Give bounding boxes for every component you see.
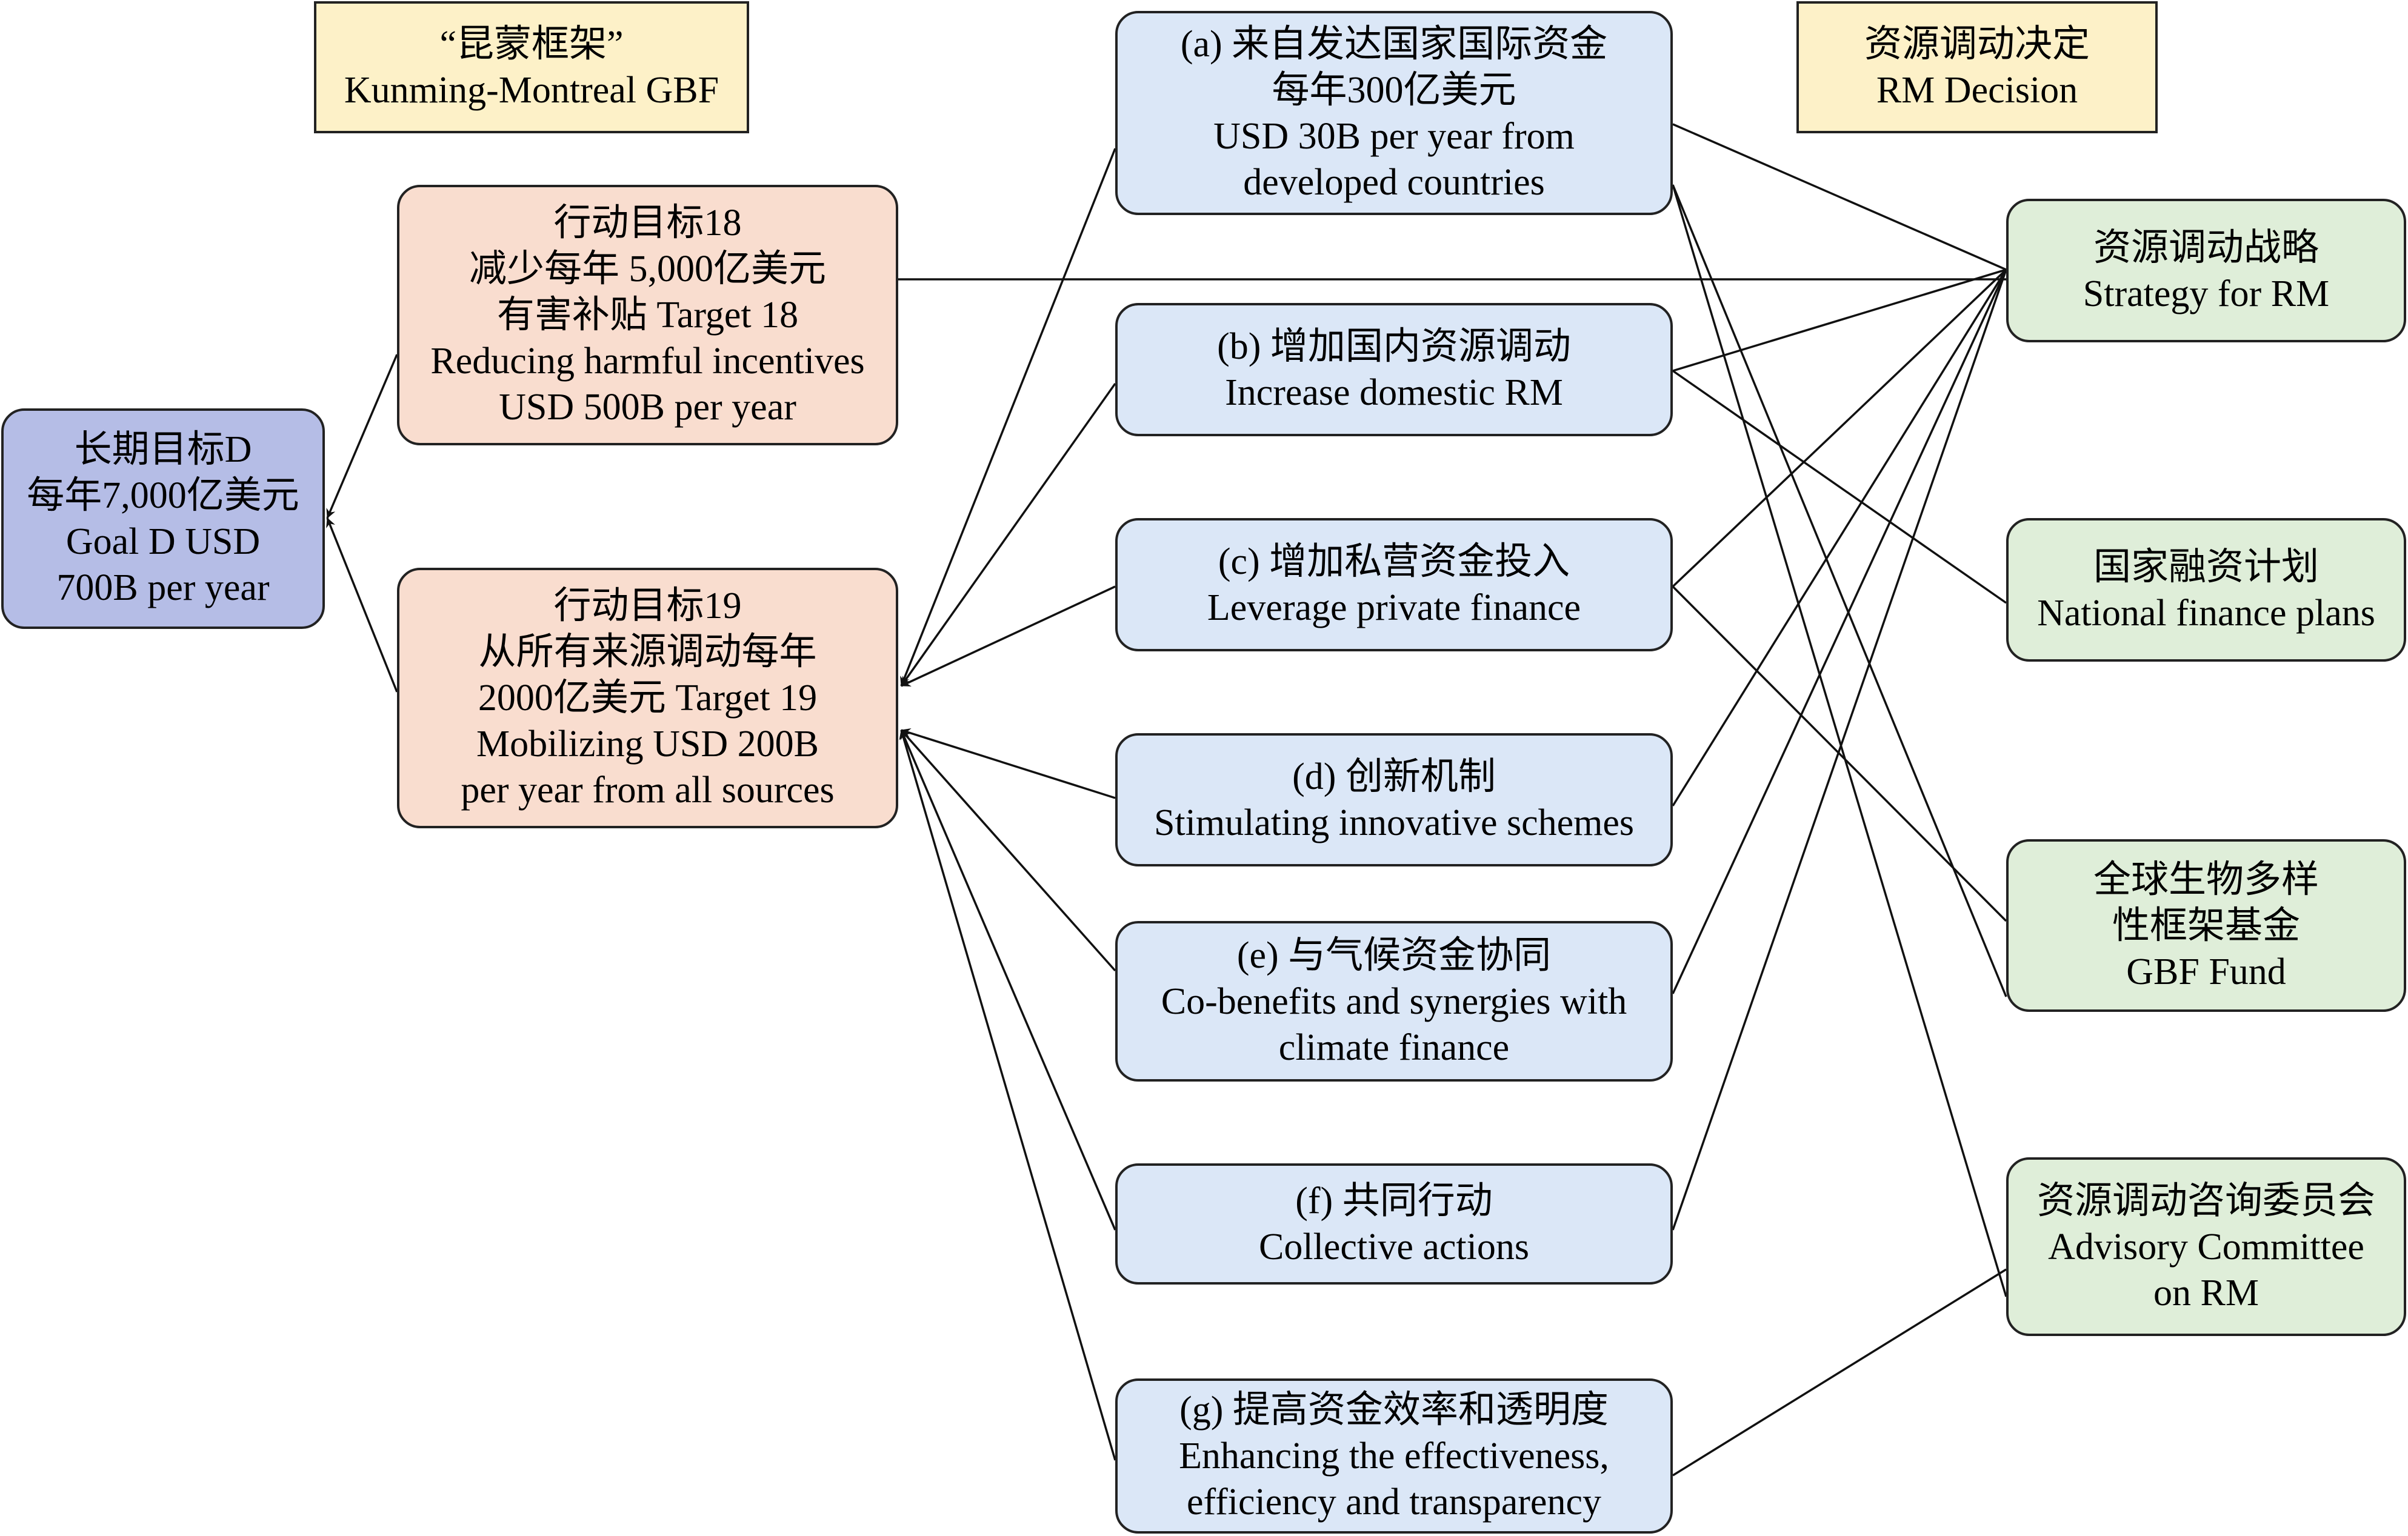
arrow-target18-to-goal: [326, 354, 398, 519]
link-action-a-to-advisory: [1672, 184, 2007, 1297]
action-c-box: (c) 增加私营资金投入 Leverage private finance: [1115, 518, 1673, 651]
target-19-line-2: 从所有来源调动每年: [478, 631, 817, 673]
target-18-line-1: 行动目标18: [553, 202, 742, 244]
decision-gbf-fund-line-2: 性框架基金: [2112, 905, 2300, 946]
decision-strategy-line-2: Strategy for RM: [2083, 273, 2330, 314]
link-action-a-to-strategy: [1672, 123, 2007, 271]
action-f-line-2: Collective actions: [1259, 1226, 1529, 1268]
action-b-line-2: Increase domestic RM: [1225, 372, 1563, 413]
arrow-action-e-to-target19: [900, 729, 1116, 972]
action-d-box: (d) 创新机制 Stimulating innovative schemes: [1115, 733, 1673, 866]
action-b-box: (b) 增加国内资源调动 Increase domestic RM: [1115, 303, 1673, 436]
action-a-box: (a) 来自发达国家国际资金 每年300亿美元 USD 30B per year…: [1115, 11, 1673, 215]
target-19-line-5: per year from all sources: [461, 770, 835, 811]
link-action-a-to-gbf-fund: [1672, 184, 2007, 997]
header-rm-decision: 资源调动决定 RM Decision: [1796, 1, 2158, 133]
link-action-b-to-strategy: [1672, 268, 2007, 372]
decision-national-plans-line-2: National finance plans: [2037, 592, 2375, 634]
goal-line-2: 每年7,000亿美元: [27, 475, 299, 516]
target-18-box: 行动目标18 减少每年 5,000亿美元 有害补贴 Target 18 Redu…: [397, 185, 898, 445]
action-c-line-2: Leverage private finance: [1207, 587, 1581, 628]
header-rm-zh: 资源调动决定: [1864, 24, 2090, 65]
action-a-line-2: 每年300亿美元: [1272, 69, 1516, 111]
arrow-action-b-to-target19: [900, 382, 1116, 687]
action-d-line-2: Stimulating innovative schemes: [1153, 802, 1635, 843]
arrow-action-d-to-target19: [901, 728, 1116, 799]
arrow-action-c-to-target19: [901, 585, 1116, 687]
action-g-line-2: Enhancing the effectiveness,: [1179, 1435, 1609, 1477]
target-18-line-5: USD 500B per year: [499, 387, 796, 428]
header-kunming-montreal-gbf: “昆蒙框架” Kunming-Montreal GBF: [314, 1, 749, 133]
decision-advisory-line-3: on RM: [2153, 1272, 2259, 1314]
decision-advisory-line-2: Advisory Committee: [2048, 1226, 2364, 1268]
link-action-c-to-strategy: [1672, 268, 2007, 588]
action-a-line-1: (a) 来自发达国家国际资金: [1180, 23, 1608, 65]
target-18-line-4: Reducing harmful incentives: [430, 341, 865, 382]
action-b-line-1: (b) 增加国内资源调动: [1217, 326, 1571, 367]
arrow-action-g-to-target19: [899, 730, 1116, 1461]
decision-gbf-fund-box: 全球生物多样 性框架基金 GBF Fund: [2006, 839, 2406, 1012]
target-18-line-3: 有害补贴 Target 18: [496, 294, 799, 336]
link-action-g-to-advisory: [1672, 1268, 2007, 1477]
target-18-line-2: 减少每年 5,000亿美元: [469, 248, 826, 290]
decision-advisory-committee-box: 资源调动咨询委员会 Advisory Committee on RM: [2006, 1157, 2406, 1336]
action-g-line-1: (g) 提高资金效率和透明度: [1179, 1389, 1609, 1431]
target-19-line-1: 行动目标19: [553, 585, 742, 627]
action-e-box: (e) 与气候资金协同 Co-benefits and synergies wi…: [1115, 921, 1673, 1082]
action-e-line-2: Co-benefits and synergies with: [1161, 980, 1627, 1022]
header-gbf-en: Kunming-Montreal GBF: [344, 70, 719, 111]
decision-gbf-fund-line-1: 全球生物多样: [2093, 859, 2319, 900]
arrow-action-f-to-target19: [900, 730, 1116, 1231]
link-action-c-to-gbf-fund: [1672, 585, 2007, 922]
link-action-e-to-strategy: [1672, 269, 2007, 994]
decision-national-plans-line-1: 国家融资计划: [2093, 546, 2319, 588]
action-e-line-1: (e) 与气候资金协同: [1236, 934, 1552, 976]
goal-line-1: 长期目标D: [74, 429, 252, 470]
link-action-d-to-strategy: [1672, 269, 2007, 806]
action-d-line-1: (d) 创新机制: [1292, 756, 1496, 797]
decision-advisory-line-1: 资源调动咨询委员会: [2036, 1180, 2375, 1222]
goal-line-4: 700B per year: [56, 567, 270, 608]
decision-national-plans-box: 国家融资计划 National finance plans: [2006, 518, 2406, 662]
action-e-line-3: climate finance: [1278, 1026, 1510, 1068]
target-19-box: 行动目标19 从所有来源调动每年 2000亿美元 Target 19 Mobil…: [397, 568, 898, 828]
decision-gbf-fund-line-3: GBF Fund: [2126, 951, 2286, 992]
action-c-line-1: (c) 增加私营资金投入: [1218, 541, 1570, 582]
arrow-target19-to-goal: [326, 517, 398, 693]
link-action-b-to-national-plans: [1672, 370, 2007, 604]
action-f-line-1: (f) 共同行动: [1295, 1180, 1493, 1222]
arrow-action-a-to-target19: [900, 148, 1116, 687]
target-19-line-4: Mobilizing USD 200B: [476, 723, 819, 765]
action-g-box: (g) 提高资金效率和透明度 Enhancing the effectivene…: [1115, 1378, 1673, 1534]
header-gbf-zh: “昆蒙框架”: [439, 24, 624, 65]
action-a-line-3: USD 30B per year from: [1213, 115, 1575, 157]
action-g-line-3: efficiency and transparency: [1187, 1481, 1601, 1523]
decision-strategy-line-1: 资源调动战略: [2093, 227, 2319, 268]
decision-strategy-box: 资源调动战略 Strategy for RM: [2006, 199, 2406, 342]
action-a-line-4: developed countries: [1243, 161, 1545, 203]
target-19-line-3: 2000亿美元 Target 19: [478, 677, 818, 719]
action-f-box: (f) 共同行动 Collective actions: [1115, 1163, 1673, 1285]
link-action-f-to-strategy: [1672, 269, 2007, 1231]
header-rm-en: RM Decision: [1876, 70, 2078, 111]
goal-d-box: 长期目标D 每年7,000亿美元 Goal D USD 700B per yea…: [1, 408, 325, 629]
goal-line-3: Goal D USD: [65, 521, 261, 562]
